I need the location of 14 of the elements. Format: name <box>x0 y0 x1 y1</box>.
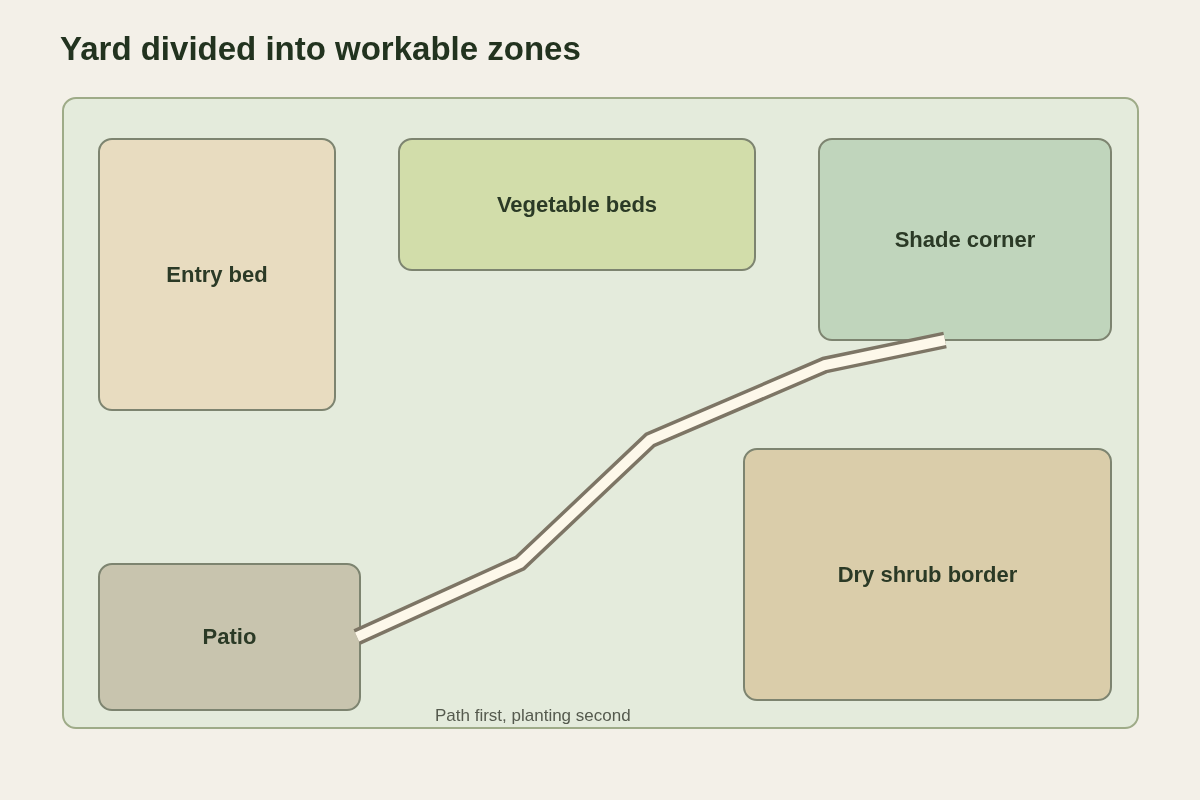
zone-box <box>743 448 1112 701</box>
zone-label: Dry shrub border <box>837 561 1018 588</box>
zone-box <box>98 138 336 411</box>
yard-area <box>62 97 1139 729</box>
garden-path <box>354 335 947 642</box>
zone-label: Vegetable beds <box>496 191 658 218</box>
zone-box <box>818 138 1112 341</box>
zone-label: Patio <box>202 624 257 650</box>
diagram-title: Yard divided into workable zones <box>60 30 581 68</box>
zone-label: Shade corner <box>894 226 1036 253</box>
caption-note: Path first, planting second <box>435 706 631 726</box>
zone-label: Entry bed <box>166 261 268 288</box>
zone-box <box>398 138 756 271</box>
zone-box <box>98 563 361 711</box>
